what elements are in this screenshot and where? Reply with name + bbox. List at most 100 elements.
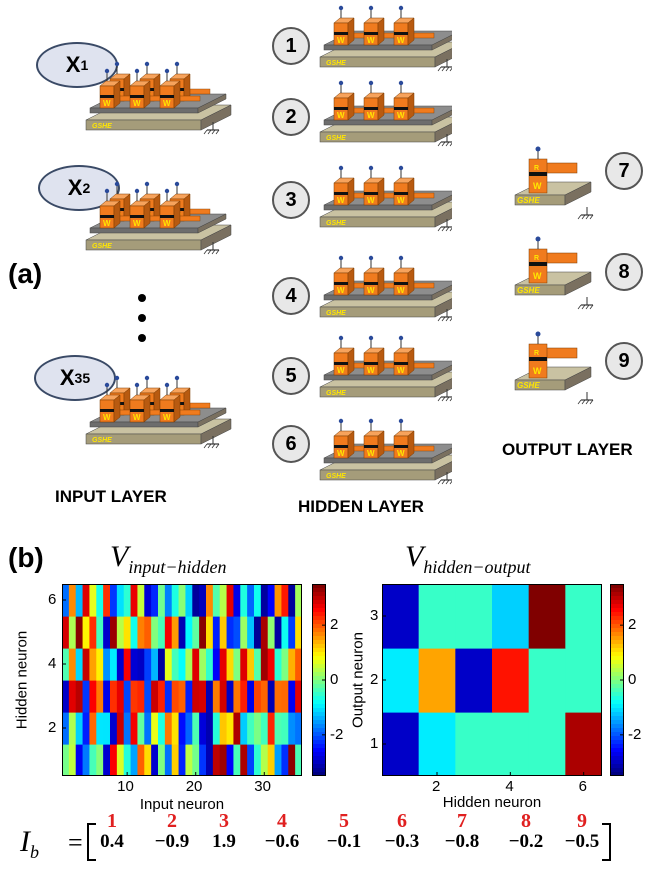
heatmap1-cell [199,744,207,776]
heatmap1-cell [171,648,180,681]
heatmap1-cell [96,744,104,776]
heatmap1-cell [192,648,200,681]
colorbar-segment [312,680,326,685]
ib-value: −0.8 [444,831,480,852]
heatmap1-cell [267,648,276,681]
heatmap1-cell [226,712,235,745]
colorbar-segment [610,624,624,629]
heatmap1-cell [116,744,125,776]
ib-value: −0.9 [154,831,190,852]
output-node-7: 7 [605,152,643,190]
heatmap1-cell [110,616,118,649]
hidden-node-4: 4 [272,277,310,315]
heatmap2-cell [455,712,493,776]
hidden-node-3: 3 [272,181,310,219]
heatmap1-cell [254,648,262,681]
mtj-pillar: W [393,255,415,296]
colorbar-segment [610,712,624,717]
heatmap1-cell [68,648,77,681]
heatmap1-cell [130,648,139,681]
heatmap1-cell [137,648,145,681]
colorbar-segment [312,632,326,637]
heatmap1-cell [212,648,221,681]
mtj-pillar: W [129,382,151,423]
heatmap1-cell [260,744,269,776]
w-label: W [163,219,171,228]
heatmap1-cell [240,744,248,776]
gshe-label: GSHE [517,196,540,205]
heatmap1-cell [295,584,302,617]
colorbar-segment [610,688,624,693]
heatmap1-cell [123,744,132,776]
colorbar-segment [610,676,624,681]
ib-index-label: 4 [277,810,287,832]
colorbar-segment [312,628,326,633]
colorbar-segment [312,728,326,733]
heatmap1-cell [192,712,200,745]
ground-icon [437,134,452,147]
heatmap1-cell [96,680,104,713]
colorbar-segment [610,752,624,757]
w-label: W [397,196,405,205]
heatmap1-cell [219,616,228,649]
heatmap1-cell [144,584,152,617]
mtj-pillar: W [159,188,181,229]
heatmap1-cell [137,712,145,745]
heatmap1-cell [281,712,289,745]
colorbar-tick-label: 2 [330,616,339,634]
heatmap1-cell [295,712,302,745]
colorbar-segment [610,708,624,713]
ground-icon [437,219,452,232]
w-label: W [397,111,405,120]
heatmap1-cell [240,648,248,681]
heatmap2-title: Vhidden−output [405,540,530,578]
heatmap1-cell [199,584,207,617]
heatmap1-cell [164,616,173,649]
w-label: W [163,99,171,108]
ib-value: −0.5 [564,831,600,852]
colorbar-segment [610,696,624,701]
heatmap1-cell [158,616,166,649]
heatmap1-cell [206,648,214,681]
heatmap1-cell [110,584,118,617]
heatmap1-cell [219,712,228,745]
heatmap1-cell [158,680,166,713]
heatmap2-xtick-label: 2 [432,778,441,795]
heatmap1-cell [233,744,241,776]
w-label: W [103,413,111,422]
colorbar-segment [312,684,326,689]
heatmap1-cell [288,744,296,776]
input-x1-main: X [65,52,81,77]
ib-index-label: 8 [521,810,531,832]
w-label: W [367,449,375,458]
heatmap1-cell [62,680,70,713]
ground-icon [577,297,594,310]
heatmap1-cell [254,744,262,776]
heatmap2-cell [565,648,602,713]
heatmap2-cell [455,584,493,649]
heatmap1-cell [171,680,180,713]
heatmap1-cell [192,680,200,713]
ib-value: −0.6 [264,831,300,852]
heatmap1-cell [226,648,235,681]
heatmap2-cell [528,584,566,649]
input-x35-sub: 35 [74,370,91,386]
heatmap1-cell [82,744,91,776]
heatmap1-xtick-label: 20 [185,778,203,795]
ground-icon [437,389,452,402]
heatmap1-cell [192,616,200,649]
heatmap1-cell [185,584,193,617]
heatmap2-cell [418,712,456,776]
heatmap1-cell [178,648,187,681]
heatmap1-cell [96,712,104,745]
colorbar-segment [312,700,326,705]
w-label: W [533,271,542,281]
mtj-pillar: W [129,68,151,109]
heatmap1-cell [295,680,302,713]
heatmap1-cell [151,648,159,681]
heatmap1-cell [219,744,228,776]
heatmap1-cell [267,744,276,776]
colorbar-segment [312,692,326,697]
